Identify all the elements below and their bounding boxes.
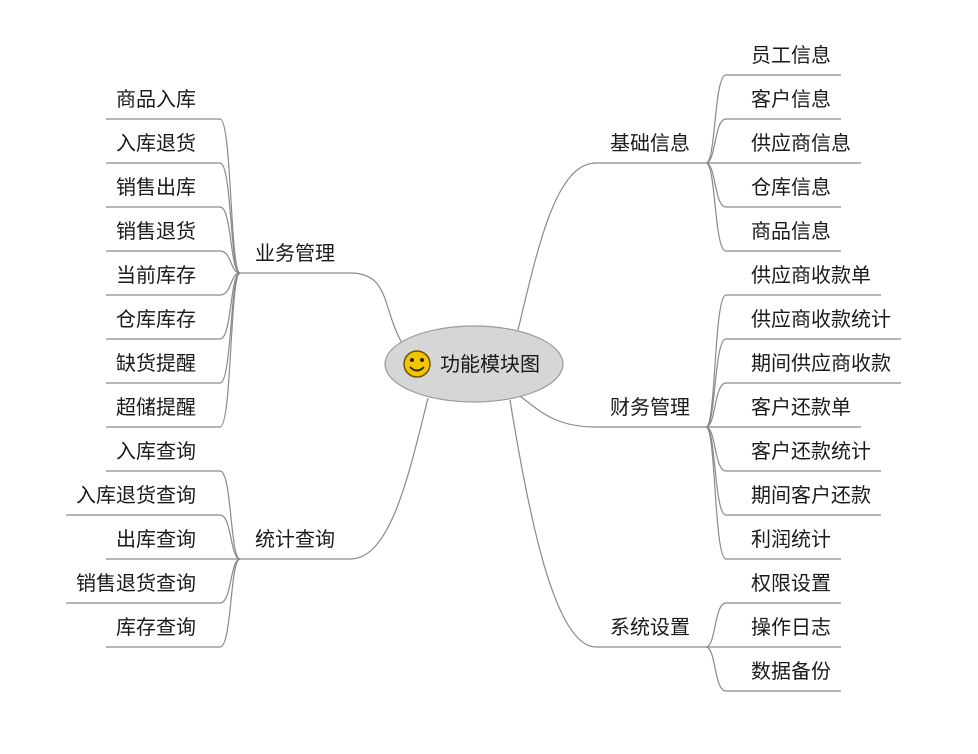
leaf-connector-business-3 xyxy=(106,250,241,274)
leaf-business-2[interactable]: 销售出库 xyxy=(116,175,196,199)
branch-connector-system xyxy=(509,399,706,648)
branch-label-basic[interactable]: 基础信息 xyxy=(610,131,690,155)
leaf-system-1[interactable]: 操作日志 xyxy=(751,615,831,639)
leaf-connector-business-0 xyxy=(106,118,241,274)
leaf-connector-finance-0 xyxy=(705,294,881,428)
leaf-connector-finance-2 xyxy=(705,382,901,428)
leaf-connector-stats-0 xyxy=(106,470,241,560)
leaf-connector-business-1 xyxy=(106,162,241,274)
leaf-stats-4[interactable]: 库存查询 xyxy=(116,615,196,639)
center-node-ellipse xyxy=(384,325,564,403)
leaf-connector-finance-4 xyxy=(705,426,881,472)
center-title: 功能模块图 xyxy=(440,352,540,376)
leaf-connector-system-0 xyxy=(705,602,841,648)
leaf-system-2[interactable]: 数据备份 xyxy=(751,659,831,683)
leaf-business-3[interactable]: 销售退货 xyxy=(116,219,196,243)
leaf-connector-stats-3 xyxy=(66,558,241,604)
connector-lines xyxy=(66,74,901,692)
leaf-business-4[interactable]: 当前库存 xyxy=(116,263,196,287)
leaf-connector-finance-1 xyxy=(705,338,901,428)
leaf-stats-1[interactable]: 入库退货查询 xyxy=(76,483,196,507)
leaf-business-1[interactable]: 入库退货 xyxy=(116,131,196,155)
leaf-connector-system-2 xyxy=(705,646,841,692)
branch-connector-business xyxy=(240,272,403,344)
branch-connector-stats xyxy=(240,397,429,560)
branch-connector-basic xyxy=(517,162,706,331)
leaf-basic-0[interactable]: 员工信息 xyxy=(751,43,831,67)
leaf-business-0[interactable]: 商品入库 xyxy=(116,87,196,111)
leaf-stats-3[interactable]: 销售退货查询 xyxy=(76,571,196,595)
smiley-face-icon xyxy=(403,350,431,378)
leaf-basic-1[interactable]: 客户信息 xyxy=(751,87,831,111)
leaf-business-5[interactable]: 仓库库存 xyxy=(116,307,196,331)
leaf-finance-2[interactable]: 期间供应商收款 xyxy=(751,351,891,375)
leaf-business-6[interactable]: 缺货提醒 xyxy=(116,351,196,375)
leaf-basic-2[interactable]: 供应商信息 xyxy=(751,131,851,155)
leaf-connector-basic-0 xyxy=(705,74,841,164)
leaf-finance-1[interactable]: 供应商收款统计 xyxy=(751,307,891,331)
leaf-stats-0[interactable]: 入库查询 xyxy=(116,439,196,463)
branch-label-system[interactable]: 系统设置 xyxy=(610,615,690,639)
leaf-connector-basic-1 xyxy=(705,118,841,164)
leaf-connector-stats-1 xyxy=(66,514,241,560)
leaf-connector-business-4 xyxy=(106,272,241,296)
leaf-business-7[interactable]: 超储提醒 xyxy=(116,395,196,419)
leaf-finance-3[interactable]: 客户还款单 xyxy=(751,395,851,419)
branch-connector-finance xyxy=(519,395,706,428)
leaf-connector-business-2 xyxy=(106,206,241,274)
leaf-finance-5[interactable]: 期间客户还款 xyxy=(751,483,871,507)
leaf-finance-4[interactable]: 客户还款统计 xyxy=(751,439,871,463)
leaf-connector-basic-3 xyxy=(705,162,841,208)
leaf-stats-2[interactable]: 出库查询 xyxy=(116,527,196,551)
leaf-finance-0[interactable]: 供应商收款单 xyxy=(751,263,871,287)
leaf-system-0[interactable]: 权限设置 xyxy=(751,571,831,595)
leaf-connector-finance-6 xyxy=(705,426,841,560)
leaf-connector-basic-4 xyxy=(705,162,841,252)
leaf-finance-6[interactable]: 利润统计 xyxy=(751,527,831,551)
leaf-connector-stats-4 xyxy=(106,558,241,648)
branch-label-finance[interactable]: 财务管理 xyxy=(610,395,690,419)
leaf-basic-3[interactable]: 仓库信息 xyxy=(751,175,831,199)
branch-label-stats[interactable]: 统计查询 xyxy=(255,527,335,551)
leaf-connector-business-7 xyxy=(106,272,241,428)
branch-label-business[interactable]: 业务管理 xyxy=(255,241,335,265)
center-node[interactable]: 功能模块图 xyxy=(384,325,564,403)
leaf-basic-4[interactable]: 商品信息 xyxy=(751,219,831,243)
